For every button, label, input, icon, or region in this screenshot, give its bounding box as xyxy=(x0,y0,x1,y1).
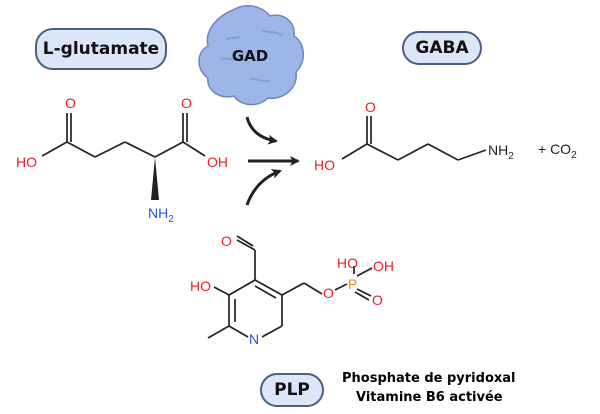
product-name: GABA xyxy=(415,38,469,58)
svg-text:OH: OH xyxy=(207,154,228,170)
svg-text:OH: OH xyxy=(373,258,394,274)
cofactor-caption-line2: Vitamine B6 activée xyxy=(356,390,503,405)
substrate-name: L-glutamate xyxy=(42,39,160,59)
svg-text:NH2: NH2 xyxy=(488,142,514,162)
cofactor-caption-line1: Phosphate de pyridoxal xyxy=(342,371,516,386)
cofactor-name: PLP xyxy=(274,380,310,400)
svg-text:HO: HO xyxy=(337,255,358,271)
plp-structure: O HO N O P HO OH O xyxy=(190,233,394,347)
svg-text:HO: HO xyxy=(16,154,37,170)
reaction-arrows xyxy=(245,116,300,206)
cofactor-label: PLP xyxy=(260,373,324,407)
gaba-structure: O HO NH2 + CO2 xyxy=(314,99,577,173)
enzyme-name: GAD xyxy=(232,47,268,65)
svg-text:HO: HO xyxy=(314,157,335,173)
enzyme-arrow xyxy=(245,116,278,145)
svg-text:NH2: NH2 xyxy=(148,205,174,225)
svg-text:O: O xyxy=(372,292,383,308)
substrate-label: L-glutamate xyxy=(35,28,167,70)
svg-text:O: O xyxy=(221,233,232,249)
svg-text:O: O xyxy=(65,95,76,111)
svg-text:HO: HO xyxy=(190,278,211,294)
svg-text:O: O xyxy=(365,99,376,115)
product-label: GABA xyxy=(402,31,482,65)
cofactor-arrow xyxy=(245,169,282,206)
gad-enzyme-icon: GAD xyxy=(198,4,304,106)
svg-text:O: O xyxy=(323,285,334,301)
glutamate-structure: O O HO OH NH2 xyxy=(16,95,228,225)
svg-text:P: P xyxy=(348,276,357,292)
svg-text:O: O xyxy=(181,95,192,111)
svg-text:N: N xyxy=(249,331,259,347)
co2-byproduct: + CO2 xyxy=(538,141,577,161)
